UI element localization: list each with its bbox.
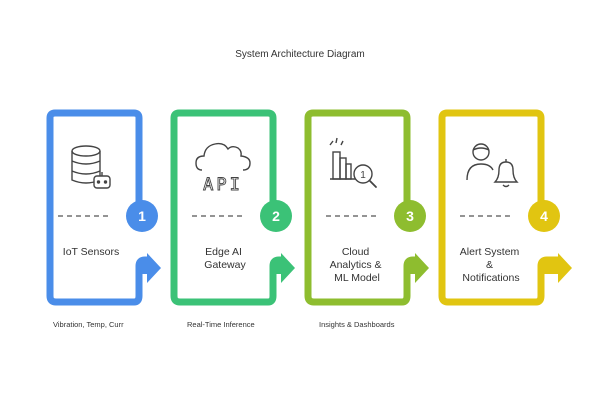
stage-4-arrow-head (558, 253, 572, 283)
stage-4-connector (438, 109, 552, 214)
stage-1-badge (126, 200, 158, 232)
stage-2-caption: Real-Time Inference (187, 320, 255, 329)
stage-4-arrow-stem (541, 262, 559, 274)
bell-icon (493, 159, 519, 188)
stage-4-label: Alert System & Notifications (460, 246, 522, 284)
diagram-title: System Architecture Diagram (235, 49, 365, 60)
stage-3-label-line-1: Cloud (342, 246, 370, 258)
stage-3: 1 3 Cloud Analytics & ML Model (304, 109, 429, 306)
stage-1-arrow-head (147, 253, 161, 283)
stage-4-number: 4 (540, 208, 548, 224)
stage-3-caption: Insights & Dashboards (319, 320, 395, 329)
stage-1-label-line-1: IoT Sensors (63, 246, 119, 258)
stage-4-label-line-3: Notifications (462, 272, 519, 284)
stage-2-badge (260, 200, 292, 232)
stage-3-label-line-2: Analytics & (330, 259, 382, 271)
stage-2-label-line-2: Gateway (204, 259, 246, 271)
stage-4-label-line-1: Alert System (460, 246, 520, 258)
api-icon-text: API (203, 175, 243, 195)
stage-2: API 2 Edge AI Gateway (170, 109, 295, 306)
stage-3-connector (304, 109, 418, 214)
stage-2-arrow-head (281, 253, 295, 283)
stage-3-label-line-3: ML Model (334, 272, 380, 284)
robot-icon (93, 172, 111, 189)
cloud-icon (195, 142, 251, 171)
stage-3-connector-bottom (304, 118, 417, 306)
stage-2-arrow-stem (273, 262, 282, 274)
stage-3-arrow-stem (407, 262, 416, 274)
stage-2-label-line-1: Edge AI (205, 246, 242, 258)
chart-icon (329, 137, 356, 180)
stage-1: 1 IoT Sensors (46, 109, 161, 306)
stage-1-number: 1 (138, 208, 146, 224)
magnifier-icon-text: 1 (360, 170, 366, 181)
stage-3-label: Cloud Analytics & ML Model (330, 246, 385, 284)
stage-4-badge (528, 200, 560, 232)
stage-4-label-line-2: & (486, 259, 493, 271)
magnifier-icon: 1 (353, 164, 377, 188)
stage-1-caption: Vibration, Temp, Curr (53, 320, 124, 329)
stage-2-connector-bottom (170, 118, 283, 306)
stage-3-arrow-head (415, 253, 429, 283)
stage-4: 4 Alert System & Notifications (438, 109, 572, 306)
stage-1-arrow-stem (139, 262, 148, 274)
stage-3-number: 3 (406, 208, 414, 224)
stage-3-badge (394, 200, 426, 232)
stage-4-connector-bottom (438, 118, 560, 306)
stage-2-connector (170, 109, 284, 214)
stage-2-number: 2 (272, 208, 280, 224)
stage-2-label: Edge AI Gateway (204, 246, 246, 271)
stage-1-connector-bottom (46, 118, 149, 306)
user-icon (466, 143, 494, 181)
stage-1-label: IoT Sensors (63, 246, 119, 258)
